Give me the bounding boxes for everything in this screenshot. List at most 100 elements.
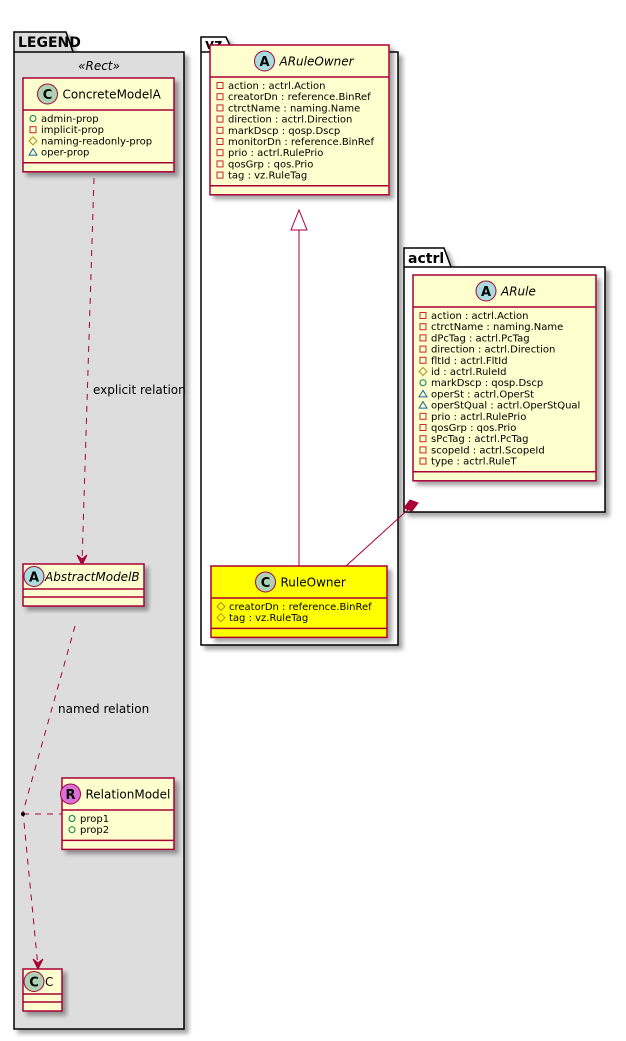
attribute: operSt : actrl.OperSt bbox=[431, 389, 534, 400]
named-relation-label: named relation bbox=[58, 702, 149, 716]
badge-letter: R bbox=[65, 788, 75, 803]
class-type-badge-icon bbox=[23, 971, 45, 992]
badge-letter: C bbox=[43, 88, 53, 103]
attribute: implicit-prop bbox=[41, 125, 104, 136]
private-visibility-icon bbox=[216, 138, 224, 145]
package-actrl-name: actrl bbox=[408, 251, 444, 267]
attribute: action : actrl.Action bbox=[431, 311, 528, 322]
explicit-relation-label: explicit relation bbox=[93, 383, 186, 397]
package-legend-body bbox=[13, 31, 185, 1030]
attribute: markDscp : qosp.Dscp bbox=[228, 126, 340, 137]
class-type-badge-icon bbox=[23, 566, 45, 587]
attribute: ctrctName : naming.Name bbox=[228, 103, 360, 114]
attribute: type : actrl.RuleT bbox=[431, 457, 517, 468]
class-type-badge-icon bbox=[475, 280, 497, 302]
protected-visibility-icon bbox=[216, 601, 226, 612]
private-visibility-icon bbox=[216, 149, 224, 157]
class-ruleowner-title: RuleOwner bbox=[281, 576, 346, 590]
private-visibility-icon bbox=[419, 446, 427, 454]
private-visibility-icon bbox=[419, 435, 427, 443]
attribute: tag : vz.RuleTag bbox=[229, 613, 308, 624]
private-visibility-icon bbox=[216, 160, 224, 168]
package-visibility-icon bbox=[418, 389, 428, 398]
attribute: prop1 bbox=[80, 814, 109, 825]
public-visibility-icon bbox=[68, 826, 76, 834]
attribute: direction : actrl.Direction bbox=[228, 115, 352, 126]
class-arule-box bbox=[412, 274, 597, 482]
private-visibility-icon bbox=[419, 312, 427, 319]
attribute: naming-readonly-prop bbox=[41, 136, 152, 147]
class-arule-title: ARule bbox=[500, 285, 536, 299]
class-type-badge-icon bbox=[37, 83, 58, 105]
badge-letter: A bbox=[29, 571, 39, 586]
class-c-title: C bbox=[45, 975, 53, 989]
class-relation-model-title: RelationModel bbox=[86, 788, 171, 802]
attribute: dPcTag : actrl.PcTag bbox=[431, 333, 530, 344]
package-visibility-icon bbox=[418, 400, 428, 409]
private-visibility-icon bbox=[419, 457, 427, 465]
package-legend-name: LEGEND bbox=[18, 35, 81, 51]
protected-visibility-icon bbox=[216, 612, 226, 623]
package-legend: LEGEND «Rect» bbox=[13, 31, 185, 1030]
relations: explicit relation named relation bbox=[21, 177, 419, 971]
class-type-badge-icon bbox=[254, 50, 275, 72]
attribute: direction : actrl.Direction bbox=[431, 345, 555, 356]
relation-junction-dot bbox=[21, 812, 25, 816]
private-visibility-icon bbox=[419, 323, 427, 331]
composition-line bbox=[345, 505, 413, 567]
class-concrete-model-a-title: ConcreteModelA bbox=[63, 88, 162, 102]
attribute: tag : vz.RuleTag bbox=[228, 171, 307, 182]
class-aruleowner-title: ARuleOwner bbox=[279, 55, 355, 69]
badge-letter: A bbox=[481, 285, 491, 300]
class-aruleowner-box bbox=[209, 44, 390, 196]
public-visibility-icon bbox=[419, 379, 427, 387]
protected-visibility-icon bbox=[28, 136, 38, 146]
attribute: creatorDn : reference.BinRef bbox=[229, 602, 372, 613]
private-visibility-icon bbox=[419, 345, 427, 353]
attribute: scopeId : actrl.ScopeId bbox=[431, 445, 545, 456]
attribute: fltId : actrl.FltId bbox=[431, 356, 508, 367]
class-abstract-model-b-box bbox=[22, 563, 145, 607]
attribute: prio : actrl.RulePrio bbox=[228, 148, 323, 159]
attribute: markDscp : qosp.Dscp bbox=[431, 378, 543, 389]
composition-diamond bbox=[403, 499, 419, 512]
attribute: id : actrl.RuleId bbox=[431, 367, 507, 378]
attribute: prop2 bbox=[80, 825, 109, 836]
private-visibility-icon bbox=[419, 334, 427, 342]
private-visibility-icon bbox=[216, 171, 224, 179]
badge-letter: C bbox=[261, 576, 271, 591]
class-concrete-model-a[interactable]: C ConcreteModelA admin-propimplicit-propna… bbox=[22, 77, 175, 173]
generalization-arrowhead bbox=[290, 208, 308, 231]
private-visibility-icon bbox=[216, 126, 224, 134]
private-visibility-icon bbox=[216, 82, 224, 89]
class-relation-model-box bbox=[61, 777, 175, 851]
attribute: creatorDn : reference.BinRef bbox=[228, 92, 371, 103]
private-visibility-icon bbox=[216, 93, 224, 101]
badge-letter: A bbox=[259, 55, 269, 70]
private-visibility-icon bbox=[29, 126, 37, 134]
legend-stereotype: «Rect» bbox=[78, 59, 120, 73]
private-visibility-icon bbox=[419, 424, 427, 431]
attribute: qosGrp : qos.Prio bbox=[431, 423, 516, 434]
named-relation-arrowhead bbox=[32, 958, 44, 971]
class-type-badge-icon bbox=[255, 571, 276, 593]
package-visibility-icon bbox=[28, 147, 38, 156]
attribute: ctrctName : naming.Name bbox=[431, 322, 563, 333]
class-ruleowner[interactable]: C RuleOwner creatorDn : reference.BinRefta… bbox=[210, 565, 388, 639]
private-visibility-icon bbox=[216, 104, 224, 112]
class-aruleowner[interactable]: A ARuleOwner action : actrl.ActioncreatorD… bbox=[209, 44, 390, 196]
attribute: admin-prop bbox=[41, 114, 99, 125]
attribute: monitorDn : reference.BinRef bbox=[228, 137, 374, 148]
protected-visibility-icon bbox=[418, 366, 428, 377]
attribute: action : actrl.Action bbox=[228, 81, 325, 92]
private-visibility-icon bbox=[419, 356, 427, 364]
public-visibility-icon bbox=[29, 115, 37, 122]
attribute: oper-prop bbox=[41, 148, 89, 159]
explicit-relation-line bbox=[81, 177, 95, 564]
